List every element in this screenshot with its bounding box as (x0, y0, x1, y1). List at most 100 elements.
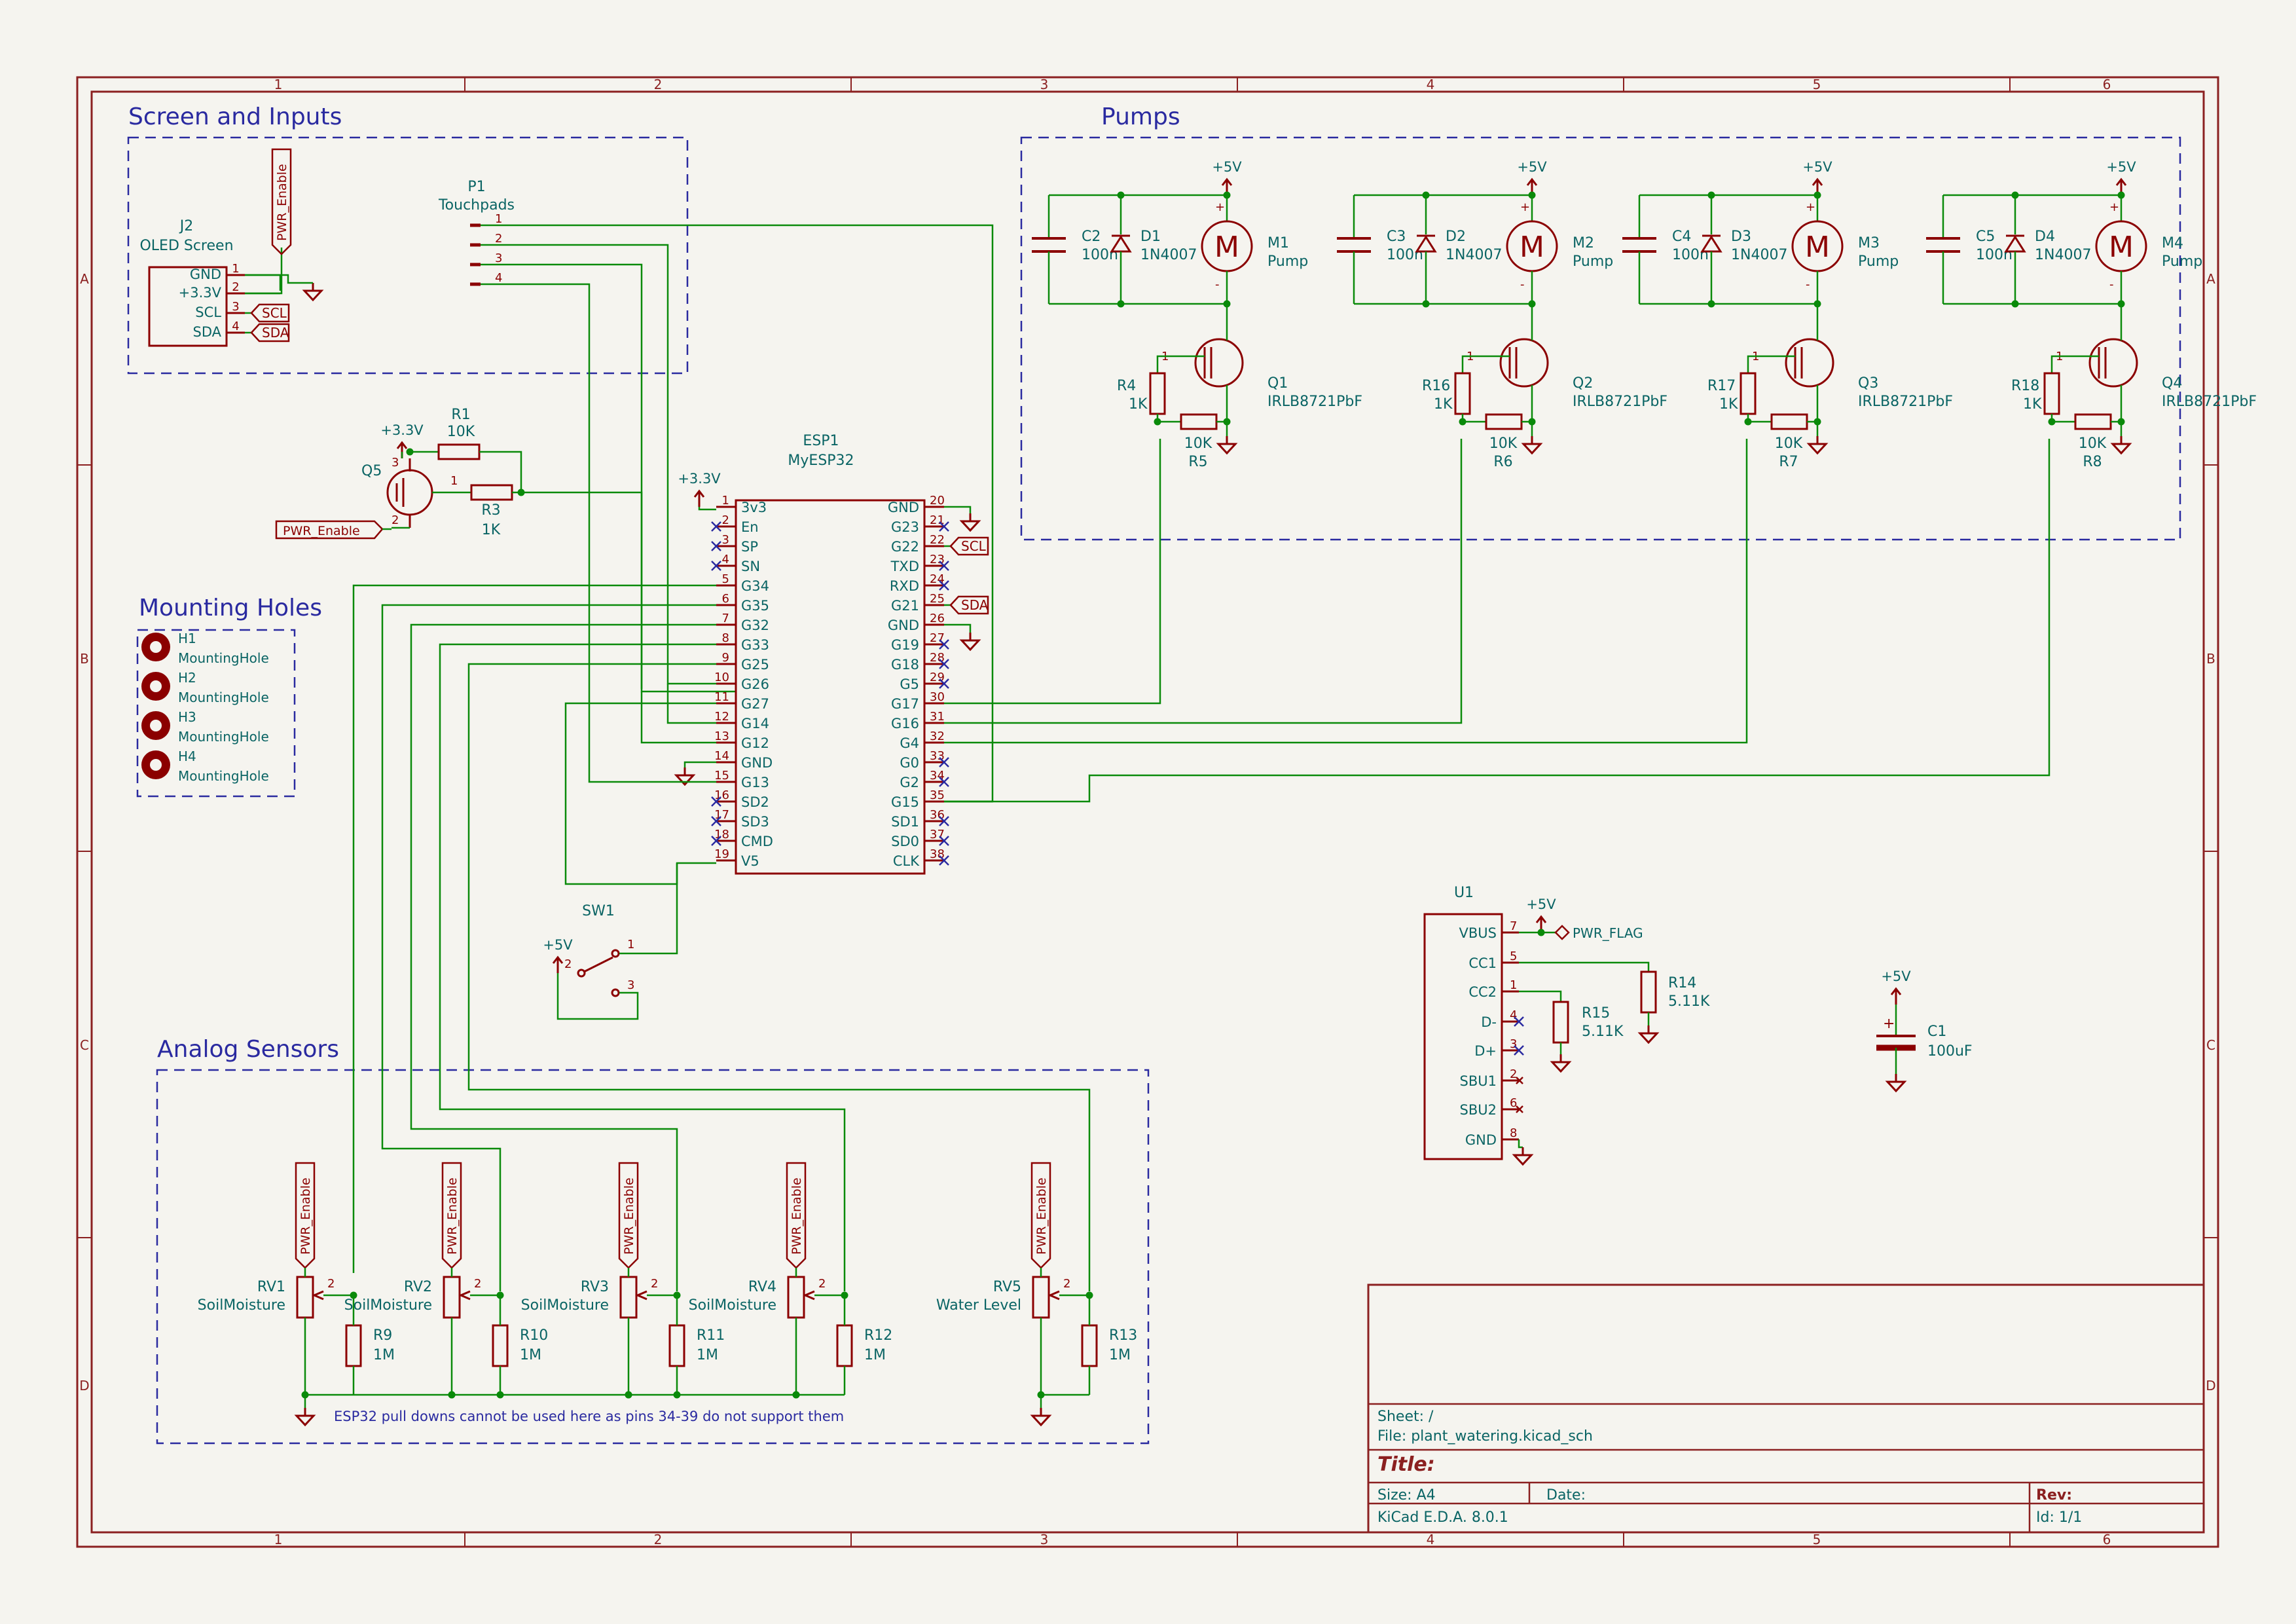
sensor-value: SoilMoisture (344, 1297, 432, 1314)
ground-symbol (1512, 1154, 1534, 1166)
frame-col-label: 4 (1427, 77, 1435, 92)
mounting-hole-ref: H2 (178, 670, 196, 686)
wire-j2-gnd (245, 274, 282, 291)
mosfet-body (1499, 338, 1549, 388)
power-label: +5V (1212, 159, 1242, 175)
junction-dot (496, 1391, 504, 1399)
wire (619, 863, 678, 955)
mosfet-value: IRLB8721PbF (1573, 394, 1667, 410)
junction-dot (1459, 418, 1467, 426)
pulldown-ref: R7 (1779, 454, 1798, 470)
esp-pin-name: G13 (741, 775, 769, 790)
resistor-body (1640, 970, 1657, 1014)
motor-icon: M (1520, 231, 1544, 264)
ground-symbol (959, 639, 981, 652)
esp-pin-name: G26 (741, 676, 769, 692)
resistor-body (1149, 372, 1166, 415)
resistor-body (1180, 413, 1218, 430)
esp-pin-name: G25 (741, 657, 769, 673)
potentiometer-wiper (458, 1290, 471, 1301)
net-label-scl (949, 536, 989, 556)
net-label-scl-text: SCL (961, 538, 987, 554)
esp-pin-num: 8 (722, 631, 729, 645)
net-label-scl-text: SCL (262, 305, 287, 321)
wire (512, 491, 736, 693)
pulldown-value: 10K (2079, 435, 2107, 452)
wire (698, 507, 716, 511)
wire (666, 684, 716, 724)
esp-pin-num: 2 (722, 513, 729, 527)
pwr-enable-text: PWR_Enable (445, 1177, 460, 1255)
pwr-flag-label: PWR_FLAG (1573, 925, 1643, 941)
group-box-mounting (136, 629, 296, 798)
u1-pin-name: VBUS (1459, 925, 1497, 941)
no-connect-mark (939, 521, 949, 532)
potentiometer-body (296, 1276, 314, 1319)
mosfet-ref: Q3 (1858, 375, 1878, 392)
c1-ref: C1 (1927, 1024, 1946, 1040)
pwr-enable-label (271, 148, 292, 255)
u1-pin-name: CC1 (1468, 955, 1497, 971)
wire (479, 451, 522, 492)
u1-pin-num: 2 (1510, 1067, 1517, 1081)
j2-pin-name: GND (190, 267, 221, 282)
p1-pin-num: 3 (495, 251, 502, 265)
title-block-rev: Rev: (2036, 1487, 2072, 1504)
no-connect-mark (1514, 1045, 1524, 1056)
junction-dot (406, 448, 414, 456)
pwr-enable-label (786, 1162, 807, 1269)
ground-symbol (1885, 1080, 1907, 1093)
u1-pin-num: 6 (1510, 1096, 1517, 1110)
ground-symbol (674, 774, 696, 786)
resistor-body (1454, 372, 1471, 415)
esp-pin-name: SP (741, 539, 758, 555)
u1-pin-name: CC2 (1468, 984, 1497, 1000)
frame-row-label: D (2206, 1378, 2215, 1393)
analog-note: ESP32 pull downs cannot be used here as … (334, 1409, 844, 1424)
wire-g27 (564, 702, 716, 885)
power-symbol (2115, 177, 2127, 186)
gate-res-ref: R4 (1117, 378, 1136, 394)
power-symbol (1812, 177, 1823, 186)
junction-dot (2048, 418, 2056, 426)
ground-symbol (1216, 443, 1238, 455)
j2-pin-num: 1 (232, 262, 239, 276)
wire-g16 (944, 439, 1463, 724)
sw1-ref: SW1 (582, 903, 615, 919)
group-title-mounting: Mounting Holes (139, 595, 322, 621)
capacitor-polarity: + (1883, 1016, 1895, 1032)
mosfet-body (1194, 338, 1244, 388)
wire-g35 (381, 604, 716, 1291)
switch-contact (611, 988, 620, 997)
power-symbol (396, 441, 408, 449)
u1-pin-num: 5 (1510, 950, 1517, 963)
u1-ref: U1 (1454, 885, 1474, 901)
r3-ref: R3 (481, 502, 500, 519)
esp-pin-num: 11 (714, 690, 729, 704)
resistor-body (1552, 1001, 1569, 1044)
title-block-title: Title: (1377, 1453, 1435, 1476)
motor-pin: + (2109, 200, 2119, 214)
no-connect-mark (711, 521, 721, 532)
resistor-body (470, 484, 513, 501)
esp-pin-name: G21 (891, 598, 919, 614)
wire-g25 (467, 663, 1091, 1291)
motor-ref: M1 (1267, 235, 1289, 251)
frame-col-label: 2 (654, 1532, 663, 1547)
pump-diode-ref: D2 (1446, 229, 1466, 245)
j2-pin-name: SCL (195, 304, 221, 320)
esp-pin-name: V5 (741, 853, 759, 869)
esp-ref: ESP1 (803, 433, 839, 449)
ground-symbol (1550, 1061, 1572, 1073)
junction-dot (1154, 418, 1161, 426)
net-label-sda-text: SDA (961, 597, 989, 613)
no-connect-mark (711, 796, 721, 807)
junction-dot (673, 1391, 681, 1399)
wire-g4 (944, 439, 1748, 744)
esp-pin-name: G23 (891, 519, 919, 535)
esp-pin-name: G22 (891, 539, 919, 555)
u1-pin-name: D+ (1474, 1043, 1497, 1059)
wire (1518, 1139, 1523, 1149)
sensor-pin: 2 (327, 1277, 335, 1291)
